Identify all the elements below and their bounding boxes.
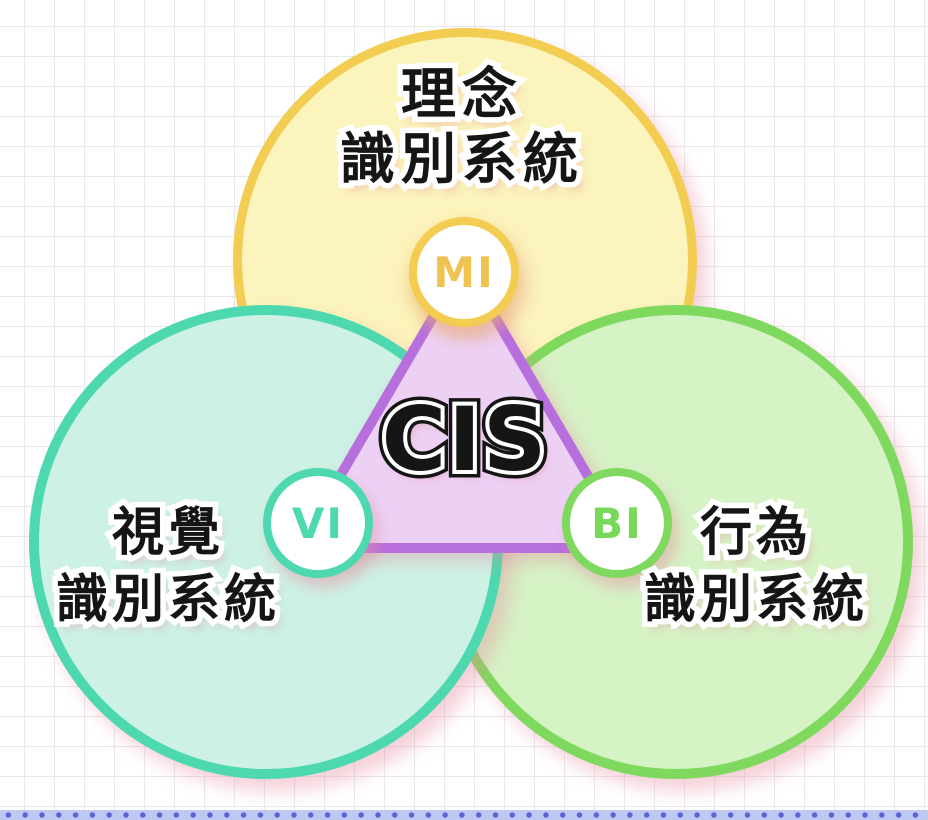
- cis-title: CIS CIS CIS: [305, 380, 625, 500]
- mi-circle-label: 理念 理念 識別系統 識別系統: [262, 57, 662, 197]
- bi-label-line2-outline: 識別系統: [638, 565, 869, 636]
- bi-circle-label: 行為 行為 識別系統 識別系統: [606, 498, 906, 636]
- vi-label-line1-text: 視覺: [111, 503, 224, 563]
- bi-label-line2: 識別系統 識別系統: [606, 565, 906, 636]
- mi-label-line1: 理念 理念: [262, 57, 662, 132]
- bi-badge-label: BI: [591, 498, 643, 548]
- bi-label-line1: 行為 行為: [606, 498, 906, 569]
- vi-label-line1-outline: 視覺: [106, 498, 225, 569]
- cis-triangle: [293, 259, 635, 553]
- mi-badge: MI: [409, 217, 519, 327]
- vi-circle-label: 視覺 視覺 識別系統 識別系統: [18, 498, 318, 636]
- mi-label-line2-text: 識別系統: [339, 127, 584, 191]
- bi-label-line2-text: 識別系統: [643, 570, 868, 630]
- cis-title-outer-outline: CIS: [374, 381, 554, 499]
- bottom-dotted-ribbon: [0, 810, 928, 820]
- cis-title-white-outline: CIS: [378, 384, 551, 495]
- bi-label-line1-outline: 行為: [694, 498, 813, 569]
- vi-label-line2-text: 識別系統: [55, 570, 280, 630]
- mi-badge-label: MI: [433, 247, 495, 297]
- mi-label-line1-outline: 理念: [395, 57, 523, 132]
- vi-label-line1: 視覺 視覺: [18, 498, 318, 569]
- vi-label-line2: 識別系統 識別系統: [18, 565, 318, 636]
- cis-title-text: CIS: [381, 388, 549, 491]
- mi-label-line1-text: 理念: [400, 62, 523, 126]
- vi-badge: VI: [263, 468, 373, 578]
- bi-badge: BI: [562, 468, 672, 578]
- vi-badge-label: VI: [291, 498, 345, 548]
- bi-label-line1-text: 行為: [699, 503, 812, 563]
- cis-triangle-shape: [293, 259, 635, 553]
- vi-label-line2-outline: 識別系統: [50, 565, 281, 636]
- mi-label-line2-outline: 識別系統: [334, 122, 584, 197]
- mi-label-line2: 識別系統 識別系統: [262, 122, 662, 197]
